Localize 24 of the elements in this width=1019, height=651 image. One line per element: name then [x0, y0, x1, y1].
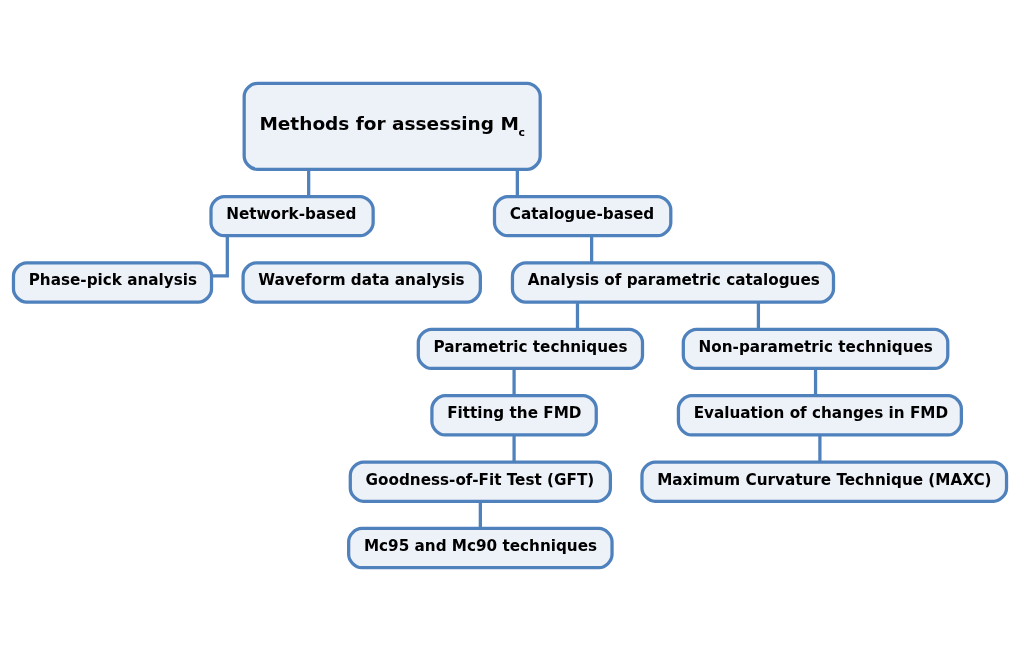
node-box: Maximum Curvature Technique (MAXC)	[639, 460, 1008, 503]
connector	[813, 368, 817, 396]
connector	[478, 501, 482, 529]
node-box: Evaluation of changes in FMD	[676, 394, 963, 437]
node-box: Waveform data analysis	[240, 261, 482, 304]
node-box: Analysis of parametric catalogues	[510, 261, 835, 304]
node-box: Methods for assessing M$_{c}$	[242, 81, 542, 171]
node-box: Goodness-of-Fit Test (GFT)	[348, 460, 612, 503]
node-box: Network-based	[208, 194, 375, 238]
connector	[589, 236, 593, 263]
connector	[756, 302, 760, 329]
connector	[515, 169, 519, 197]
connector	[817, 435, 821, 462]
node-box: Parametric techniques	[416, 327, 644, 371]
connector	[511, 368, 516, 396]
node-box: Catalogue-based	[492, 194, 672, 238]
connector	[211, 235, 229, 278]
connector	[575, 302, 579, 329]
node-box: Fitting the FMD	[429, 394, 598, 437]
node-box: Phase-pick analysis	[11, 261, 213, 304]
node-box: Non-parametric techniques	[681, 327, 949, 371]
connector	[511, 435, 516, 462]
node-box: Mc95 and Mc90 techniques	[346, 526, 614, 570]
connector	[306, 169, 310, 197]
